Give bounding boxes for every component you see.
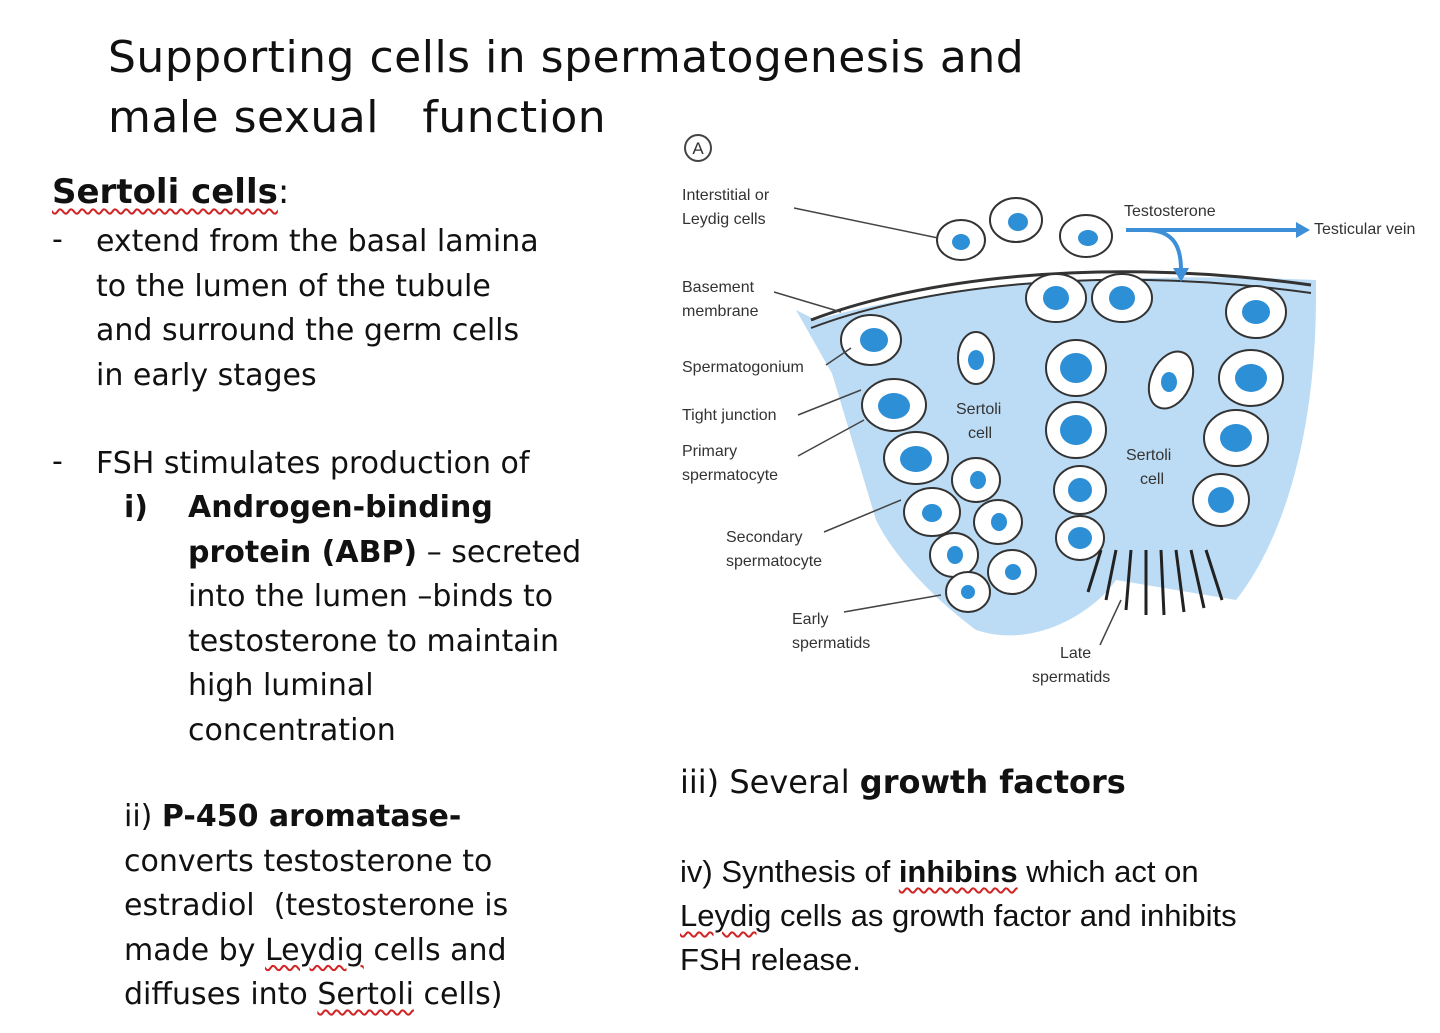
- sertoli-nuclei: [957, 331, 1195, 410]
- bullet-1-line: in early stages: [96, 357, 317, 393]
- item-i-line-2: protein (ABP) – secreted: [188, 531, 581, 576]
- label-basement-1: Basement: [682, 279, 755, 296]
- item-ii-line-1: ii) P-450 aromatase-: [124, 795, 508, 840]
- item-iv-l2-b: cells as growth factor and inhibits: [771, 898, 1237, 933]
- late-spermatids: [1086, 549, 1224, 616]
- item-iv-line-2: Leydig cells as growth factor and inhibi…: [680, 894, 1237, 938]
- sertoli-word: Sertoli: [317, 977, 414, 1012]
- item-iv-line-3: FSH release.: [680, 942, 861, 977]
- label-sertoli-a-1: Sertoli: [956, 401, 1001, 418]
- leydig-word: Leydig: [264, 932, 364, 968]
- item-i-rest-2: – secreted: [417, 534, 582, 570]
- title-line-1: Supporting cells in spermatogenesis and: [108, 32, 1025, 83]
- basement-membrane-line: [810, 278, 1312, 329]
- item-i-line: high luminal: [188, 668, 374, 703]
- item-i-text: Androgen-binding protein (ABP) – secrete…: [188, 486, 581, 753]
- item-iii-prefix: iii) Several: [680, 763, 860, 801]
- arrow-head-icon: [1296, 222, 1310, 238]
- item-iii-bold: growth factors: [859, 763, 1126, 801]
- item-iv-l1-a: iv) Synthesis of: [680, 854, 899, 889]
- bullet-1-line: extend from the basal lamina: [96, 224, 539, 259]
- label-interstitial-1: Interstitial or: [682, 187, 770, 204]
- bullet-1-line: to the lumen of the tubule: [96, 268, 491, 304]
- panel-label: A: [692, 139, 704, 158]
- germ-cells-middle-column: [1025, 273, 1153, 561]
- label-secondary-2: spermatocyte: [726, 553, 822, 570]
- leydig-cells: [936, 197, 1113, 261]
- label-early-1: Early: [792, 611, 828, 628]
- item-ii-line-3: estradiol (testosterone is: [124, 888, 509, 923]
- item-ii-line-5: diffuses into Sertoli cells): [124, 973, 508, 1018]
- label-early-2: spermatids: [792, 635, 870, 652]
- item-i-line: concentration: [188, 712, 396, 748]
- item-ii-text: ii) P-450 aromatase- converts testostero…: [124, 795, 508, 1018]
- label-spermatogonium: Spermatogonium: [682, 359, 804, 376]
- label-leader-lines: [773, 207, 1122, 646]
- label-sertoli-b-1: Sertoli: [1126, 447, 1171, 464]
- item-i-bold-1: Androgen-binding: [188, 490, 493, 525]
- heading-colon: :: [277, 172, 290, 212]
- label-interstitial-2: Leydig cells: [682, 211, 766, 228]
- item-iii-text: iii) Several growth factors: [680, 760, 1126, 805]
- leydig-word-2: Leydig: [680, 898, 772, 933]
- label-sertoli-b-2: cell: [1140, 471, 1164, 488]
- item-ii-bold: P-450 aromatase: [161, 799, 449, 834]
- item-ii-line-4-c: cells and: [363, 932, 507, 968]
- item-ii-line-4-a: made by: [124, 932, 265, 968]
- item-i-marker: i): [124, 490, 148, 525]
- item-ii-line-4: made by Leydig cells and: [124, 929, 508, 974]
- item-ii-bold-suffix: -: [448, 799, 462, 834]
- item-ii-line-2: converts testosterone to: [124, 843, 493, 879]
- item-iv-l1-c: which act on: [1017, 854, 1199, 889]
- item-ii-line-5-c: cells): [413, 977, 503, 1012]
- title-line-2: male sexual function: [108, 92, 607, 143]
- testosterone-down-arrow: [1145, 228, 1183, 271]
- bullet-1-text: extend from the basal lamina to the lume…: [96, 220, 539, 398]
- label-tight-junction: Tight junction: [682, 407, 777, 424]
- germ-cells-right-column: [1192, 285, 1287, 527]
- sertoli-heading-text: Sertoli cells: [52, 172, 278, 212]
- label-testosterone: Testosterone: [1124, 203, 1216, 220]
- inhibins-word: inhibins: [898, 854, 1018, 889]
- label-late-1: Late: [1060, 645, 1091, 662]
- item-iv-text: iv) Synthesis of inhibins which act on L…: [680, 850, 1237, 982]
- seminiferous-tubule-figure: A: [682, 134, 1415, 686]
- label-secondary-1: Secondary: [726, 529, 803, 546]
- bullet-dash-2: -: [52, 444, 63, 479]
- item-ii-marker: ii): [124, 799, 162, 834]
- label-testicular-vein: Testicular vein: [1314, 221, 1415, 238]
- slide-title: Supporting cells in spermatogenesis and …: [108, 28, 1024, 148]
- germ-cells-left-column: [840, 314, 1037, 613]
- label-primary-2: spermatocyte: [682, 467, 778, 484]
- bullet-dash-1: -: [52, 222, 63, 257]
- item-i-bold-2: protein (ABP): [188, 534, 418, 570]
- sertoli-heading: Sertoli cells:: [52, 172, 289, 212]
- label-primary-1: Primary: [682, 443, 737, 460]
- label-basement-2: membrane: [682, 303, 759, 320]
- label-late-2: spermatids: [1032, 669, 1110, 686]
- figure-labels: Interstitial or Leydig cells Basement me…: [682, 187, 1415, 686]
- item-i-line: testosterone to maintain: [188, 623, 559, 659]
- item-ii-line-5-a: diffuses into: [124, 977, 318, 1012]
- basement-membrane-line: [810, 270, 1312, 322]
- arrow-head-icon: [1173, 268, 1189, 282]
- label-sertoli-a-2: cell: [968, 425, 992, 442]
- bullet-2-text: FSH stimulates production of: [96, 446, 530, 481]
- item-i-line: into the lumen –binds to: [188, 579, 554, 614]
- item-iv-line-1: iv) Synthesis of inhibins which act on: [680, 850, 1237, 894]
- bullet-1-line: and surround the germ cells: [96, 313, 520, 348]
- panel-label-circle: [684, 134, 712, 162]
